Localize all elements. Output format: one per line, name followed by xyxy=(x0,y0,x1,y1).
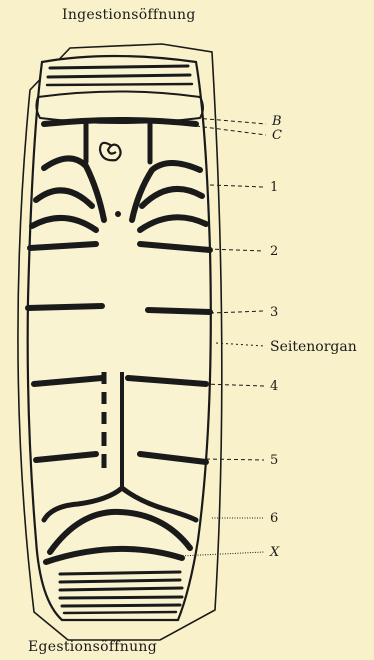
label-6: 6 xyxy=(270,511,278,526)
label-lateral-organ: Seitenorgan xyxy=(270,340,357,355)
body-outline xyxy=(28,56,211,620)
label-b: B xyxy=(272,114,282,129)
label-c: C xyxy=(272,128,282,143)
label-ingestion-opening: Ingestionsöffnung xyxy=(62,8,196,23)
label-2: 2 xyxy=(270,244,278,259)
label-1: 1 xyxy=(270,180,278,195)
label-5: 5 xyxy=(270,453,278,468)
label-3: 3 xyxy=(270,305,278,320)
center-dot xyxy=(115,211,121,217)
label-egestion-opening: Egestionsöffnung xyxy=(28,640,157,655)
label-4: 4 xyxy=(270,379,278,394)
label-x: X xyxy=(270,545,279,560)
